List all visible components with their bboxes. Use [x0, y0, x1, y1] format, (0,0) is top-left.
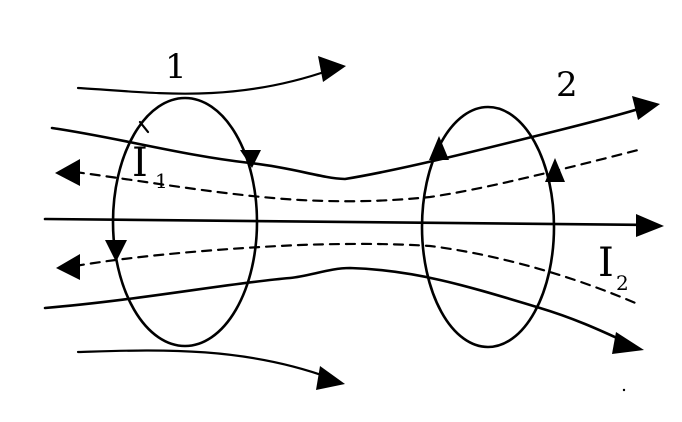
coil-1-current-arrow-lower [105, 240, 127, 262]
coil-2-current-arrow-right [545, 158, 565, 182]
stray-dot [622, 388, 626, 392]
arrowhead-lower [612, 332, 644, 354]
field-line-bottom-outer [76, 349, 332, 380]
field-line-top-outer [76, 68, 332, 95]
arrowhead-bottom-outer [316, 366, 345, 390]
arrowhead-dashed-upper [55, 159, 80, 186]
current-2-label: I [598, 240, 614, 286]
coil-1-loop [111, 96, 259, 348]
field-line-axis [43, 217, 652, 227]
coil-2-label: 2 [556, 65, 578, 105]
field-line-lower [43, 266, 630, 345]
arrowhead-dashed-lower [56, 254, 80, 280]
coil-1-tick-mark [138, 120, 150, 134]
coil-2-current-arrow-left [429, 136, 449, 160]
coil-2-loop [420, 105, 556, 349]
coil-1-label: 1 [165, 47, 187, 87]
current-1-subscript: 1 [155, 169, 168, 193]
current-2-subscript: 2 [616, 271, 629, 295]
field-line-upper [50, 104, 650, 181]
arrowhead-top-outer [318, 56, 346, 82]
arrowhead-upper [632, 96, 660, 120]
arrowhead-axis [636, 214, 664, 237]
coil-1-current-arrow-upper [240, 150, 261, 168]
dashed-line-lower [73, 242, 642, 307]
current-1-label: I [132, 140, 148, 186]
dashed-line-upper [73, 148, 640, 203]
